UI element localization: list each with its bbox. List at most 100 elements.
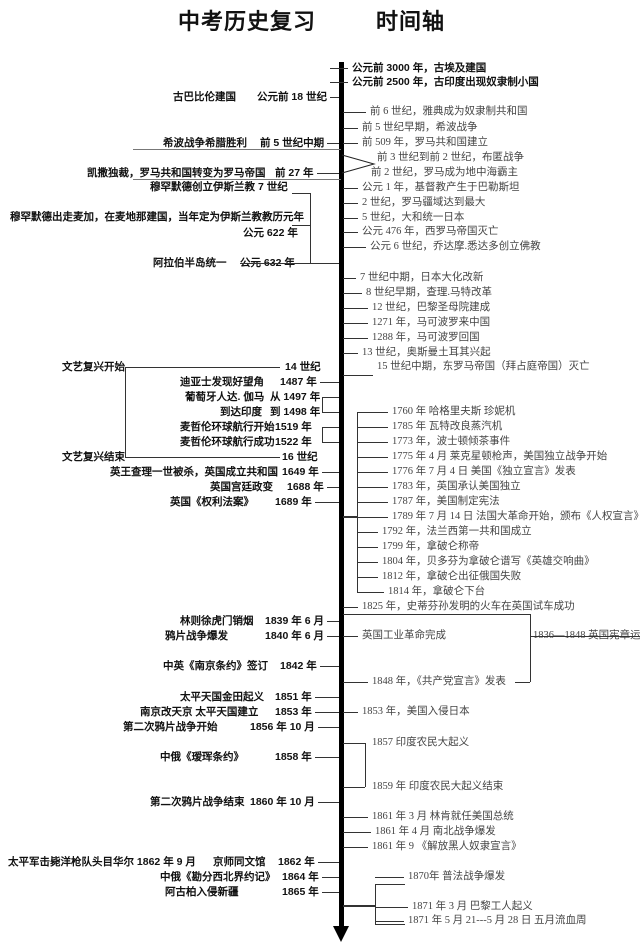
event-text: 7 世纪中期，日本大化改新 <box>360 272 484 283</box>
event-date: 到 1498 年 <box>270 406 321 418</box>
connector-line <box>125 367 126 457</box>
event-label: 林则徐虎门销烟 <box>180 615 254 627</box>
event-text: 英国工业革命完成 <box>362 630 446 641</box>
bracket-line <box>343 614 530 615</box>
tick-line <box>343 128 358 129</box>
event-label: 文艺复兴开始 <box>62 361 125 373</box>
tick-line <box>343 308 368 309</box>
punic-war-arrow-icon <box>341 154 376 174</box>
event-text: 1799 年，拿破仑称帝 <box>382 541 480 552</box>
event-label: 葡萄牙人达. 伽马 <box>185 391 265 403</box>
event-label: 迪亚士发现好望角 <box>180 376 264 388</box>
tick-line <box>343 278 356 279</box>
tick-line <box>343 832 371 833</box>
tick-line <box>327 487 339 488</box>
tick-line <box>320 382 339 383</box>
event-label: 第二次鸦片战争开始 <box>123 721 218 733</box>
tick-line <box>357 532 378 533</box>
event-label: 鸦片战争爆发 <box>165 630 228 642</box>
tick-line <box>318 862 339 863</box>
tick-line <box>327 621 339 622</box>
connector-line <box>322 427 339 428</box>
event-date: 1487 年 <box>280 376 317 388</box>
event-date: 1688 年 <box>287 481 324 493</box>
connector-line <box>530 614 531 682</box>
event-label: 中俄《勘分西北界约记》 <box>160 871 276 883</box>
event-date: 16 世纪 <box>282 451 318 463</box>
event-label: 太平天国金田起义 <box>180 691 264 703</box>
connector-line <box>365 743 366 787</box>
event-label: 英国宫廷政变 <box>210 481 273 493</box>
tick-line <box>357 427 388 428</box>
event-text: 1825 年，史蒂芬孙发明的火车在英国试车成功 <box>362 601 575 612</box>
tick-line <box>343 817 368 818</box>
tick-line <box>327 636 339 637</box>
event-text: 公元 1 年，基督教产生于巴勒斯坦 <box>362 182 520 193</box>
event-label: 麦哲伦环球航行开始 <box>180 421 275 433</box>
tick-line <box>343 232 358 233</box>
event-date: 1840 年 6 月 <box>265 630 324 642</box>
tick-line <box>315 697 339 698</box>
event-date: 1865 年 <box>282 886 319 898</box>
tick-line <box>320 666 339 667</box>
connector-line <box>375 884 405 885</box>
event-label: 阿古柏入侵新疆 <box>165 886 239 898</box>
event-label: 到达印度 <box>220 406 262 418</box>
tick-line <box>357 562 378 563</box>
connector-line <box>530 636 640 637</box>
event-date: 1858 年 <box>275 751 312 763</box>
event-text: 1848 年，《共产党宣言》发表 <box>372 676 506 687</box>
event-text: 5 世纪，大和统一日本 <box>362 212 465 223</box>
event-text: 前 509 年，罗马共和国建立 <box>362 137 488 148</box>
connector-line <box>292 225 310 226</box>
underline <box>133 179 341 180</box>
tick-line <box>330 97 339 98</box>
tick-line <box>315 502 339 503</box>
event-text: 13 世纪，奥斯曼土耳其兴起 <box>362 347 491 358</box>
event-text: 1836—1848 英国宪章运动 <box>533 629 640 643</box>
event-text: 12 世纪，巴黎圣母院建成 <box>372 302 491 313</box>
event-date: 前 5 世纪中期 <box>260 137 325 149</box>
bracket-line <box>375 884 376 924</box>
event-date: 1862 年 <box>278 856 315 868</box>
event-text: 1859 年 印度农民大起义结束 <box>372 781 504 792</box>
bracket-line <box>322 427 323 442</box>
tick-line <box>357 412 388 413</box>
connector-line <box>343 787 365 788</box>
tick-line <box>343 293 362 294</box>
connector-line <box>515 682 530 683</box>
event-text: 1271 年，马可波罗来中国 <box>372 317 491 328</box>
event-date: 前 27 年 <box>275 167 314 179</box>
event-date: 7 世纪 <box>258 181 288 193</box>
underline <box>133 149 341 150</box>
event-text: 1792 年，法兰西第一共和国成立 <box>382 526 532 537</box>
event-date: 从 1497 年 <box>270 391 321 403</box>
event-date: 1842 年 <box>280 660 317 672</box>
tick-line <box>357 502 388 503</box>
tick-line <box>343 607 358 608</box>
event-date: 1519 年 <box>275 421 312 433</box>
tick-line <box>357 547 378 548</box>
tick-line <box>318 802 339 803</box>
event-date: 1649 年 <box>282 466 319 478</box>
event-label: 南京改天京 太平天国建立 <box>140 706 259 718</box>
connector-line <box>322 412 339 413</box>
tick-line <box>343 905 375 907</box>
event-text: 1857 印度农民大起义 <box>372 737 470 748</box>
connector-line <box>375 924 405 925</box>
tick-line <box>318 727 339 728</box>
timeline-axis <box>339 62 344 928</box>
event-text: 1814 年，拿破仑下台 <box>388 586 486 597</box>
event-text: 1861 年 9 《解放黑人奴隶宣言》 <box>372 841 522 852</box>
tick-line <box>343 188 358 189</box>
bracket-line <box>310 193 311 263</box>
page-title: 中考历史复习 <box>178 10 317 35</box>
tick-line <box>317 173 339 174</box>
event-text: 1760 年 哈格里夫斯 珍妮机 <box>392 406 516 417</box>
tick-line <box>343 847 368 848</box>
event-text: 1776 年 7 月 4 日 美国《独立宣言》发表 <box>392 466 576 477</box>
event-date: 1522 年 <box>275 436 312 448</box>
renaissance-bracket <box>125 367 280 368</box>
event-label: 太平军击毙洋枪队头目华尔 1862 年 9 月 <box>8 856 196 868</box>
event-text: 1853 年，美国入侵日本 <box>362 706 470 717</box>
